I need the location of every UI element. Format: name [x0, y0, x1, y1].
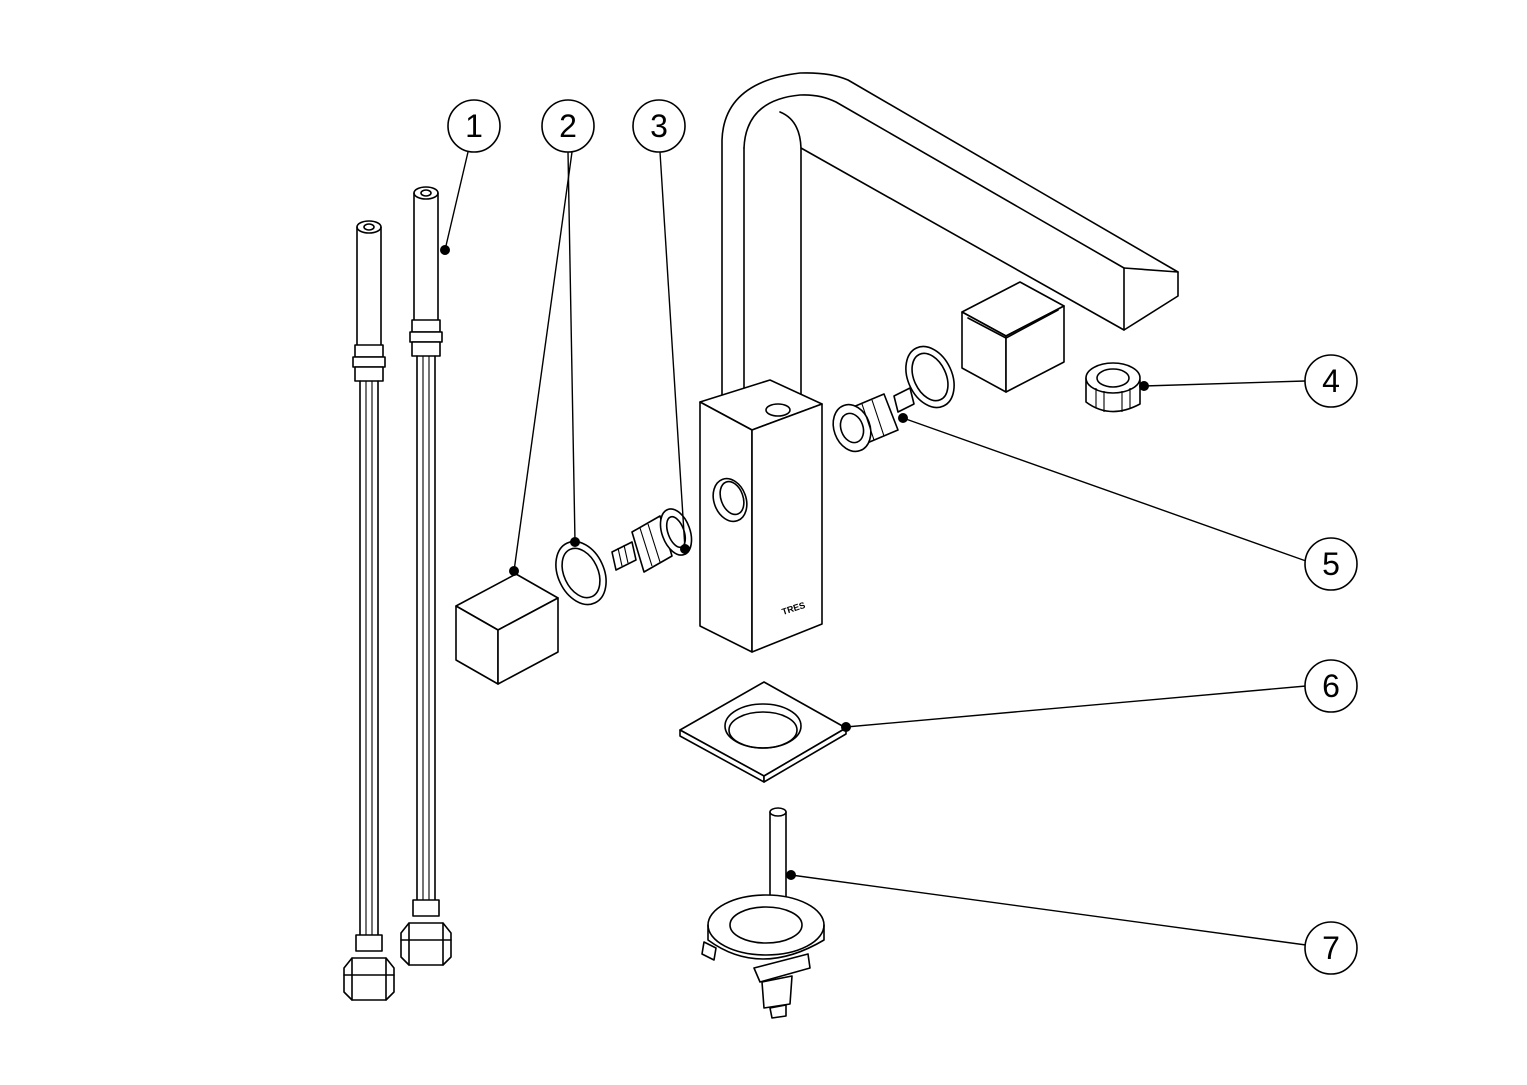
callout-7: 7	[1304, 921, 1358, 975]
adapter-ring-left	[555, 540, 607, 606]
callout-4: 4	[1304, 354, 1358, 408]
aerator-cap	[1085, 362, 1141, 413]
callout-2-label: 2	[559, 108, 577, 144]
callout-2: 2	[541, 99, 595, 153]
base-plate	[679, 681, 847, 783]
callout-6: 6	[1304, 659, 1358, 713]
leader-lines	[444, 151, 1307, 946]
callout-3-label: 3	[650, 108, 668, 144]
callout-1-label: 1	[465, 108, 483, 144]
callout-3: 3	[632, 99, 686, 153]
adapter-ring-right	[905, 345, 955, 409]
faucet-body: TRES	[699, 72, 1179, 653]
handle-cube-left	[455, 573, 559, 685]
callout-1: 1	[447, 99, 501, 153]
leader-dots	[440, 245, 1149, 880]
callout-5-label: 5	[1322, 546, 1340, 582]
callout-4-label: 4	[1322, 363, 1340, 399]
callout-6-label: 6	[1322, 668, 1340, 704]
flexible-hose-right	[400, 186, 452, 966]
cartridge-left	[611, 508, 693, 573]
callout-7-label: 7	[1322, 930, 1340, 966]
flexible-hose-left	[343, 220, 395, 1001]
cartridge-right	[832, 387, 915, 453]
handle-cube-right	[961, 281, 1065, 393]
callout-5: 5	[1304, 537, 1358, 591]
fixing-kit	[701, 807, 825, 1019]
